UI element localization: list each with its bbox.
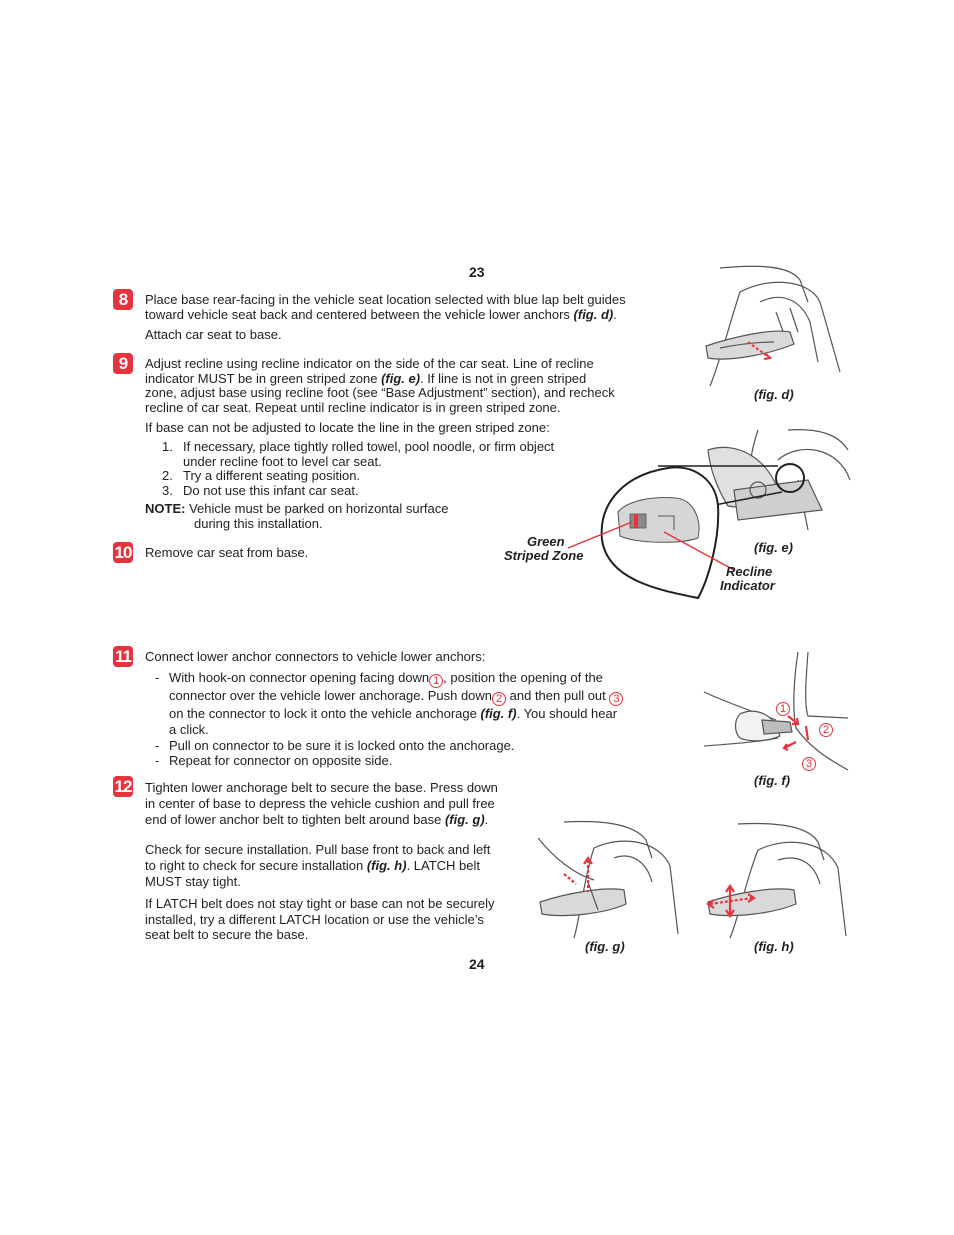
list-item: 1. If necessary, place tightly rolled to… [162, 439, 555, 469]
fig-g-illustration [537, 820, 679, 939]
list-item: - With hook-on connector opening facing … [155, 670, 675, 738]
green-zone-label: Green [527, 534, 565, 549]
step-8-text: Place base rear-facing in the vehicle se… [145, 292, 685, 343]
fig-h-ref: (fig. h) [366, 858, 407, 874]
fig-f-callout-3: 3 [802, 752, 816, 771]
list-item: -Repeat for connector on opposite side. [155, 753, 393, 769]
callout-1: 1 [429, 674, 444, 688]
fig-e-ref: (fig. e) [381, 370, 421, 386]
step-9-text: Adjust recline using recline indicator o… [145, 356, 665, 436]
step-10-text: Remove car seat from base. [145, 545, 309, 560]
recline-indicator-label-line2: Indicator [720, 578, 775, 593]
step-8-badge: 8 [113, 289, 133, 310]
fig-f-caption: (fig. f) [754, 773, 791, 788]
step-11-bullets: - With hook-on connector opening facing … [155, 670, 675, 769]
fig-h-illustration [706, 822, 847, 939]
step-9-line3: zone, adjust base using recline foot (se… [145, 385, 615, 400]
list-item: 3.Do not use this infant car seat. [162, 482, 359, 498]
fig-d-illustration [705, 265, 841, 387]
fig-f-callout-1: 1 [776, 697, 790, 716]
step-11-intro: Connect lower anchor connectors to vehic… [145, 649, 486, 664]
page-number-bottom: 24 [469, 956, 485, 972]
green-zone-label-line2: Striped Zone [504, 548, 584, 563]
recline-indicator-label: Recline [726, 564, 773, 579]
fig-e-illustration [567, 429, 851, 600]
fig-f-callout-2: 2 [819, 718, 833, 737]
step-8-line3: Attach car seat to base. [145, 327, 282, 342]
step-9-badge: 9 [113, 353, 133, 374]
step-11-badge: 11 [113, 646, 133, 667]
fig-h-caption: (fig. h) [754, 939, 794, 954]
step-12-text: Tighten lower anchorage belt to secure t… [145, 780, 498, 943]
callout-2: 2 [492, 692, 507, 706]
callout-3: 3 [609, 692, 624, 706]
list-item: -Pull on connector to be sure it is lock… [155, 737, 515, 753]
fig-f-ref: (fig. f) [480, 706, 517, 721]
list-item: 2.Try a different seating position. [162, 468, 361, 483]
step-9-line5: If base can not be adjusted to locate th… [145, 420, 550, 435]
fig-g-caption: (fig. g) [585, 939, 625, 954]
step-9-line1: Adjust recline using recline indicator o… [145, 356, 594, 371]
note-label: NOTE: [145, 501, 186, 516]
page-number-top: 23 [469, 264, 485, 280]
step-12-badge: 12 [113, 776, 133, 797]
step-8-line1: Place base rear-facing in the vehicle se… [145, 292, 626, 307]
fig-e-caption: (fig. e) [754, 540, 793, 555]
fig-f-illustration [703, 651, 849, 771]
fig-d-caption: (fig. d) [754, 387, 794, 402]
step-9-note: NOTE: Vehicle must be parked on horizont… [145, 501, 449, 531]
fig-g-ref: (fig. g) [444, 811, 485, 827]
fig-d-ref: (fig. d) [573, 306, 614, 322]
step-9-list: 1. If necessary, place tightly rolled to… [162, 439, 602, 498]
step-9-line4: recline of car seat. Repeat until reclin… [145, 399, 561, 415]
step-10-badge: 10 [113, 542, 133, 563]
step-8-line2: toward vehicle seat back and centered be… [145, 306, 617, 322]
step-9-line2: indicator MUST be in green striped zone … [145, 370, 587, 386]
